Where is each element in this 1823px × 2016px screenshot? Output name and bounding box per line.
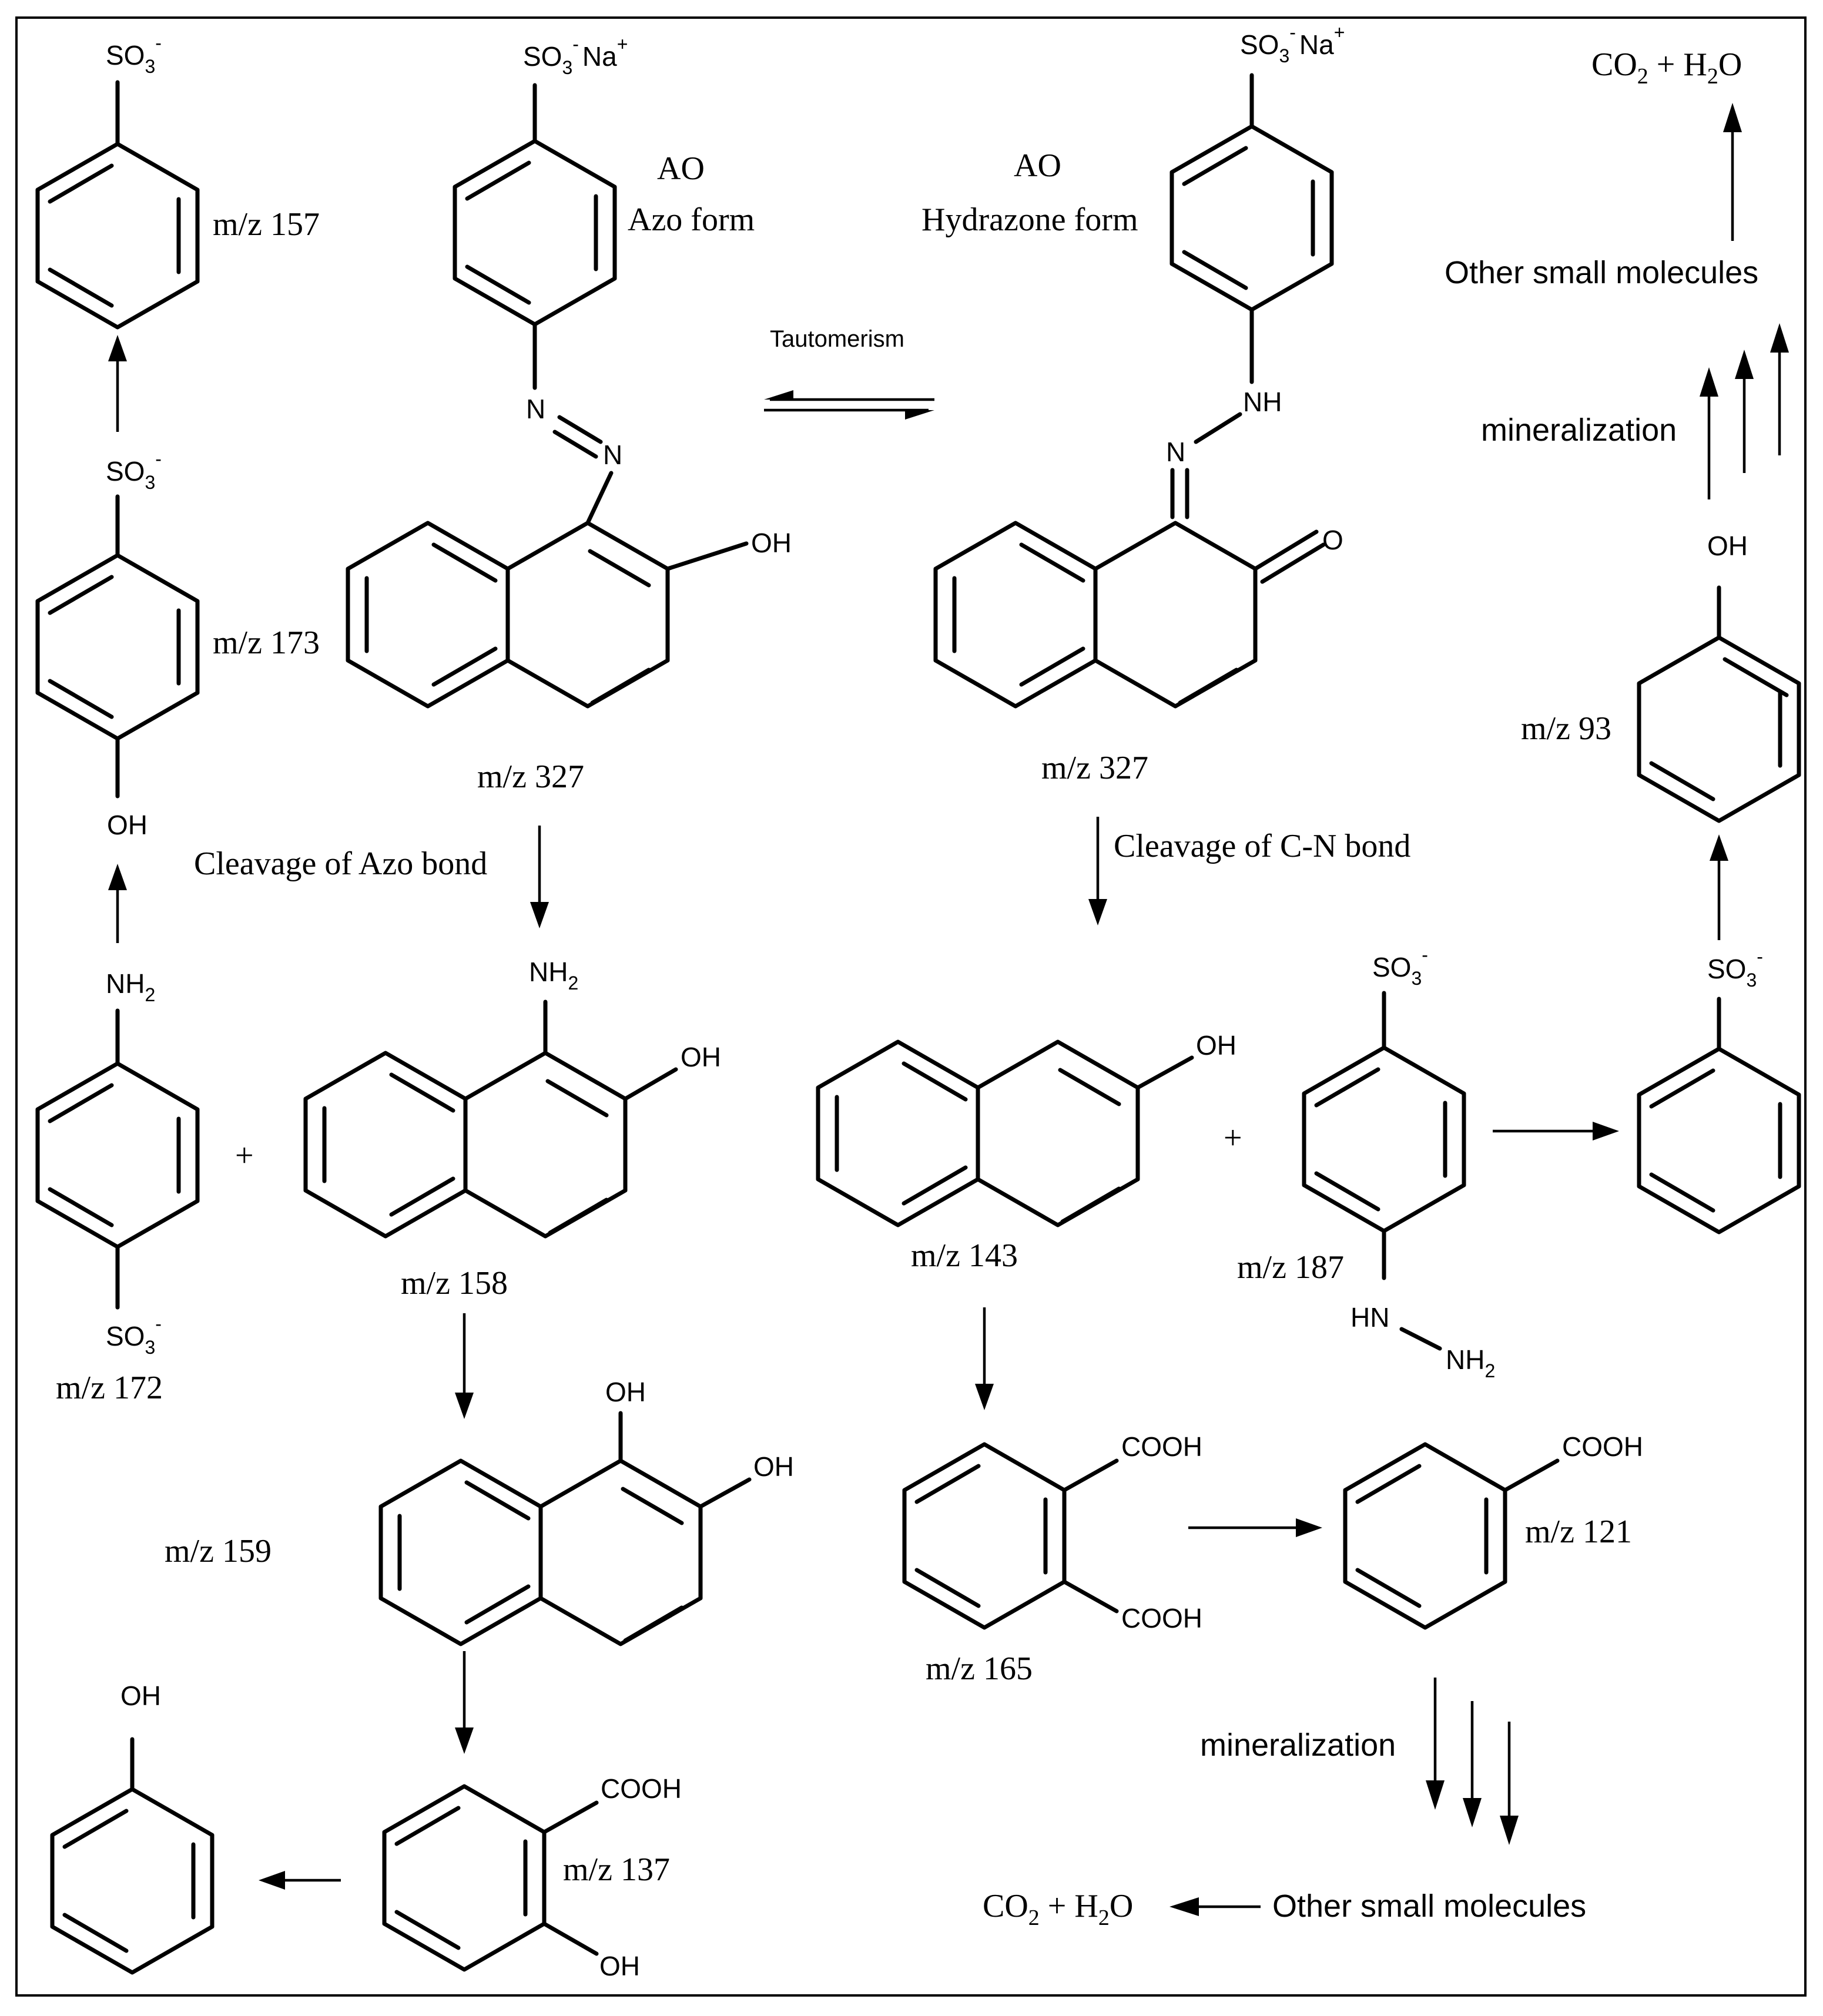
cleavage-azo-label: Cleavage of Azo bond (194, 846, 487, 882)
mz-159-label: m/z 159 (165, 1533, 272, 1569)
co2-water-label: CO2 + H2O (983, 1888, 1133, 1930)
hydroxyl-label: OH (753, 1451, 794, 1482)
sulfonate-label: SO3- (1372, 944, 1428, 989)
arrow-to-co2-bottom (1169, 1897, 1261, 1916)
amine-label: NH2 (529, 957, 578, 994)
sulfanilate-172: NH2 SO3- (35, 968, 200, 1358)
mineralization-arrows-bottom (1426, 1678, 1519, 1845)
sulfonate-sodium-label: SO3-Na+ (1240, 22, 1345, 66)
carboxyl-label: COOH (1121, 1603, 1202, 1633)
ao-label: AO (1014, 147, 1061, 184)
mineralization-label: mineralization (1481, 412, 1677, 448)
hydroxyl-label: OH (120, 1680, 161, 1711)
arrow-158-to-159 (455, 1313, 474, 1419)
hydrazone-nh: NH (1243, 387, 1282, 417)
azo-n1: N (526, 394, 545, 424)
azo-form-label: Azo form (628, 202, 755, 238)
mineralization-arrows-top (1700, 323, 1789, 499)
arrow-to-phenol-93 (1710, 834, 1728, 940)
arrow-up-to-173 (108, 864, 127, 943)
carboxyl-label: COOH (1121, 1431, 1202, 1462)
phenol: OH (50, 1680, 215, 1975)
mz-173-label: m/z 173 (213, 625, 320, 661)
sulfonate-label: SO3- (1707, 946, 1763, 991)
cleavage-cn-label: Cleavage of C-N bond (1114, 828, 1410, 864)
hydroxyl-label: OH (681, 1042, 721, 1072)
mz-327-hydrazone-label: m/z 327 (1041, 750, 1148, 786)
carbonyl-o: O (1322, 525, 1343, 555)
tautomerism-label: Tautomerism (770, 326, 904, 352)
sulfonate-label: SO3- (106, 1313, 162, 1358)
co2-water-label: CO2 + H2O (1591, 46, 1742, 89)
mineralization-label: mineralization (1200, 1727, 1396, 1763)
azo-n2: N (603, 440, 622, 470)
carboxyl-label: COOH (601, 1773, 682, 1804)
benzenesulfonate: SO3- (1637, 946, 1801, 1235)
arrow-187-to-benzenesulfonate (1493, 1122, 1619, 1141)
phthalic-acid-165: COOH COOH (902, 1431, 1202, 1633)
sulfonate-label: SO3- (106, 448, 162, 493)
other-small-molecules-label: Other small molecules (1272, 1888, 1586, 1924)
mz-327-azo-label: m/z 327 (477, 759, 584, 795)
salicylic-acid-137: COOH OH (382, 1773, 682, 1981)
mz-93-label: m/z 93 (1521, 710, 1611, 747)
figure-frame (15, 16, 1807, 1997)
amino-naphthol-158: NH2 OH (303, 957, 721, 1239)
sulfonate-sodium-label: SO3-Na+ (523, 33, 628, 78)
hydrazone-form-label: Hydrazone form (921, 202, 1138, 238)
arrow-up-to-157 (108, 335, 127, 432)
acid-orange-azo-structure: SO3-Na+ N N OH (346, 33, 792, 709)
equilibrium-arrows (764, 390, 934, 420)
amine-label: NH2 (1446, 1344, 1495, 1381)
hydroxyl-label: OH (605, 1377, 646, 1407)
hydroxyl-label: OH (751, 528, 792, 558)
carboxyl-label: COOH (1562, 1431, 1643, 1462)
arrow-165-to-121 (1188, 1518, 1322, 1537)
arrow-137-to-phenol (259, 1871, 341, 1890)
arrow-cleavage-cn (1088, 817, 1107, 925)
hydrazone-n: N (1166, 437, 1185, 467)
hydrazinobenzenesulfonate-187: SO3- HN NH2 (1302, 944, 1495, 1381)
mz-137-label: m/z 137 (563, 1851, 670, 1888)
mz-172-label: m/z 172 (56, 1370, 163, 1406)
arrow-159-to-137 (455, 1651, 474, 1754)
naphthalenediol-159: OH OH (378, 1377, 794, 1646)
hydroxyl-label: OH (599, 1951, 640, 1981)
amine-label: NH2 (106, 968, 155, 1005)
mz-143-label: m/z 143 (911, 1237, 1018, 1274)
benzenesulfonate-157: SO3- (35, 32, 200, 330)
arrow-143-to-165 (975, 1307, 994, 1410)
sulfonate-label: SO3- (106, 32, 162, 77)
other-small-molecules-label: Other small molecules (1445, 255, 1758, 290)
hydrazine-hn: HN (1351, 1302, 1389, 1333)
benzoic-acid-121: COOH (1343, 1431, 1643, 1630)
mz-187-label: m/z 187 (1237, 1249, 1344, 1286)
hydroxybenzenesulfonate-173: SO3- OH (35, 448, 200, 840)
ao-label: AO (657, 150, 705, 187)
arrow-to-co2-top (1723, 103, 1742, 241)
mz-157-label: m/z 157 (213, 206, 320, 243)
hydroxyl-label: OH (1707, 531, 1748, 561)
plus-sign: + (1224, 1120, 1242, 1156)
mz-158-label: m/z 158 (401, 1265, 508, 1301)
naphthol-143: OH (816, 1030, 1236, 1227)
mz-165-label: m/z 165 (926, 1651, 1033, 1687)
mz-121-label: m/z 121 (1525, 1514, 1632, 1550)
hydroxyl-label: OH (107, 810, 148, 840)
phenol-93: OH (1637, 531, 1801, 823)
acid-orange-hydrazone-structure: SO3-Na+ NH N O (933, 22, 1345, 709)
arrow-cleavage-azo (530, 826, 549, 928)
hydroxyl-label: OH (1196, 1030, 1236, 1061)
plus-sign: + (235, 1138, 254, 1174)
